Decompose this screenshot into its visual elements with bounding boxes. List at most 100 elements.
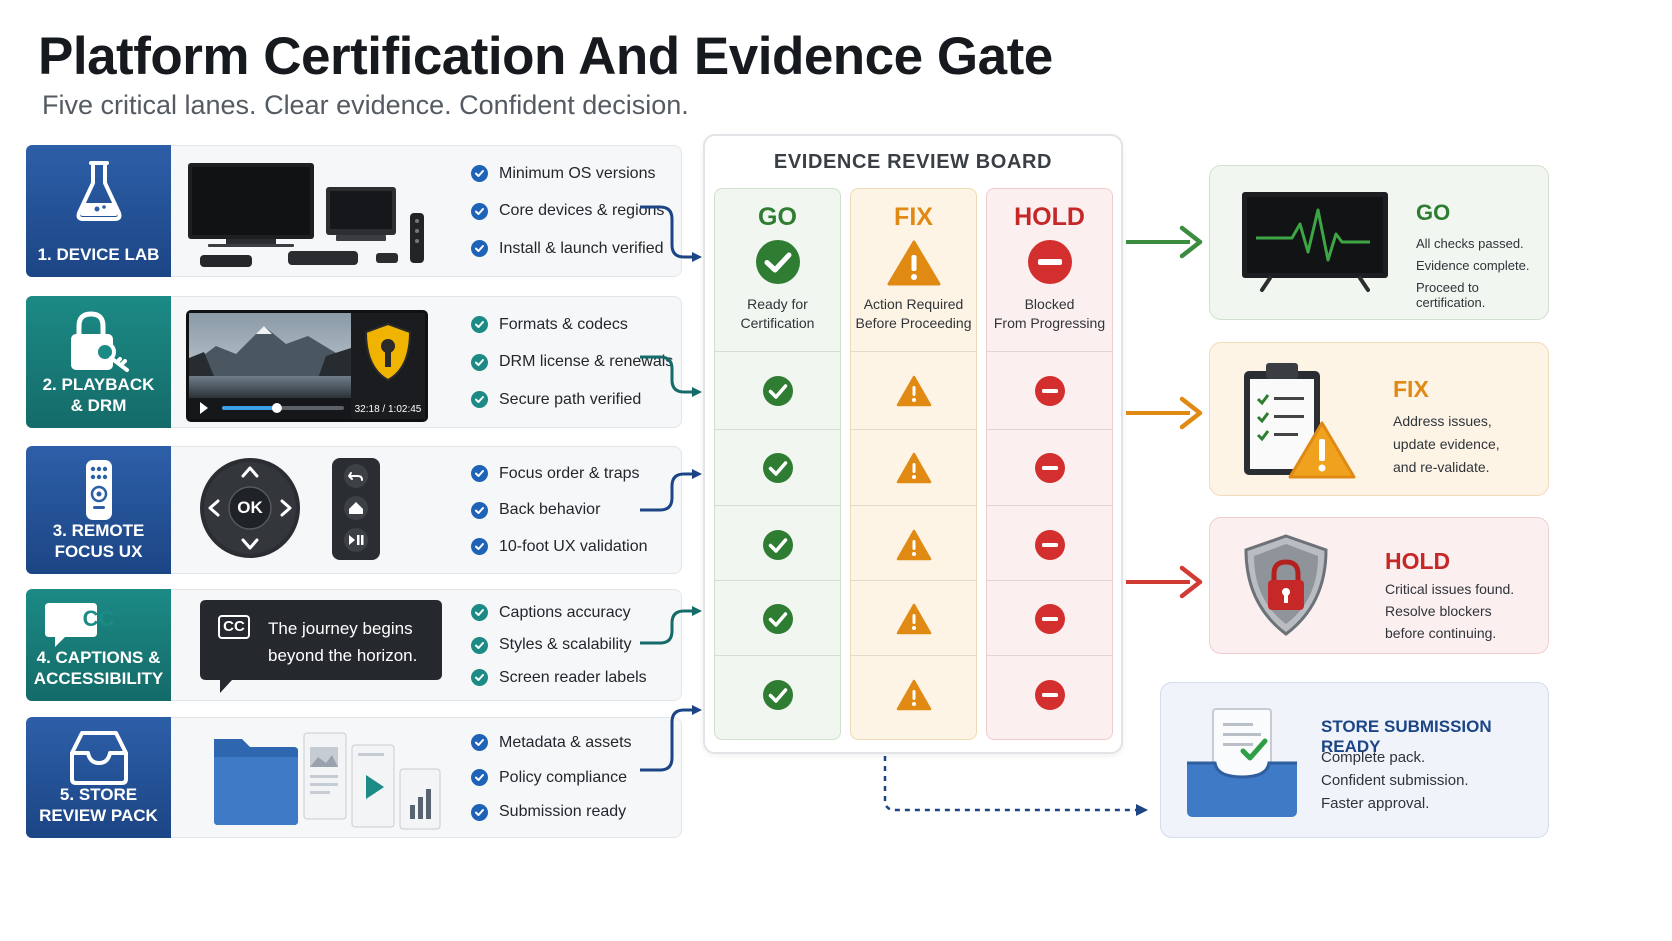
warning-icon (887, 240, 940, 286)
column-header: FIX (894, 203, 933, 231)
warning-icon (896, 452, 931, 484)
stop-icon (1034, 680, 1065, 710)
lane-label: 5. STORE (59, 785, 138, 804)
lane-store-review-pack: 5. STORE REVIEW PACK Metadata & assets P… (26, 717, 682, 838)
caption-preview: CC The journey begins beyond the horizon… (186, 589, 461, 701)
checklist-item: Submission ready (471, 803, 632, 821)
caption-cc-badge: CC (218, 615, 250, 639)
warning-icon (896, 679, 931, 711)
lane-captions-accessibility: CC 4. CAPTIONS & ACCESSIBILITY CC The jo… (26, 589, 682, 701)
checklist-item: Install & launch verified (471, 240, 664, 258)
check-icon (471, 734, 488, 752)
checklist-item: 10-foot UX validation (471, 538, 648, 556)
page-title: Platform Certification And Evidence Gate (38, 27, 1053, 86)
inbox-document-icon (1187, 708, 1297, 817)
check-icon (471, 240, 488, 257)
stop-icon (1034, 604, 1065, 634)
player-scrubber[interactable] (271, 403, 282, 413)
check-icon (471, 316, 488, 333)
checklist-item: Core devices & regions (471, 202, 664, 220)
warning-icon (896, 529, 931, 561)
outcome-fix-card: FIX Address issues, update evidence, and… (1209, 342, 1549, 496)
check-icon (471, 636, 488, 654)
lane-label: 4. CAPTIONS & (36, 648, 161, 667)
checklist-item: Back behavior (471, 501, 648, 519)
player-progress-fill (222, 406, 277, 410)
outcome-title: HOLD (1385, 548, 1451, 574)
check-circle-icon (762, 530, 793, 560)
checklist: Focus order & traps Back behavior 10-foo… (471, 446, 648, 574)
checklist-item: Captions accuracy (471, 604, 647, 622)
column-header: HOLD (1014, 203, 1085, 231)
check-icon (471, 769, 488, 786)
lane-badge: 2. PLAYBACK & DRM (26, 296, 171, 428)
lane-label: 2. PLAYBACK (42, 375, 155, 394)
stop-icon (1034, 530, 1065, 560)
outcome-title: GO (1416, 200, 1451, 225)
outcome-go-card: GO All checks passed. Evidence complete.… (1209, 165, 1549, 320)
checklist-item: Secure path verified (471, 391, 673, 409)
cc-icon: CC (44, 601, 127, 647)
check-icon (471, 501, 488, 519)
check-icon (471, 391, 488, 408)
lane-badge: 5. STORE REVIEW PACK (26, 717, 171, 838)
board-title: EVIDENCE REVIEW BOARD (773, 151, 1053, 173)
dpad-ok-button[interactable]: OK (237, 498, 263, 517)
player-time: 32:18 / 1:02:45 (355, 404, 422, 415)
check-icon (471, 604, 488, 621)
flask-icon (76, 161, 121, 221)
check-circle-icon (762, 453, 793, 483)
checklist-item: Formats & codecs (471, 316, 673, 334)
checklist: Minimum OS versions Core devices & regio… (471, 145, 664, 277)
shield-lock-icon (1244, 534, 1328, 636)
check-icon (471, 538, 488, 555)
outcome-title: STORE SUBMISSION READY (1321, 717, 1492, 756)
lock-key-icon (70, 311, 129, 372)
check-circle-icon (762, 680, 793, 710)
lane-playback-drm: 2. PLAYBACK & DRM (26, 296, 682, 428)
video-player[interactable]: 32:18 / 1:02:45 (186, 296, 461, 428)
checklist-item: Screen reader labels (471, 669, 647, 687)
check-icon (471, 353, 488, 371)
warning-icon (896, 603, 931, 635)
check-icon (471, 669, 488, 686)
outcome-hold-card: HOLD Critical issues found. Resolve bloc… (1209, 517, 1549, 654)
review-pack-visual (186, 717, 461, 838)
lane-label: & DRM (70, 396, 127, 415)
checklist-item: Styles & scalability (471, 636, 647, 654)
remote-icon (85, 460, 112, 520)
stop-icon (1027, 240, 1072, 284)
outcome-arrows (1126, 225, 1203, 599)
check-icon (471, 165, 488, 182)
lane-badge: 1. DEVICE LAB (26, 145, 171, 277)
outcome-title: FIX (1393, 376, 1429, 402)
check-icon (471, 803, 488, 821)
lane-label: ACCESSIBILITY (33, 669, 164, 688)
lane-label: 3. REMOTE (52, 521, 145, 540)
column-header: GO (758, 203, 797, 231)
checklist-item: DRM license & renewals (471, 353, 673, 371)
caption-text: The journey begins beyond the horizon. (268, 619, 418, 665)
lane-label: FOCUS UX (54, 542, 143, 561)
page-subtitle: Five critical lanes. Clear evidence. Con… (42, 90, 689, 120)
check-circle-icon (755, 240, 800, 284)
check-icon (471, 465, 488, 482)
outcome-store-card: STORE SUBMISSION READY Complete pack. Co… (1160, 682, 1549, 838)
lane-remote-focus: 3. REMOTE FOCUS UX OK Focus order & trap… (26, 446, 682, 574)
lane-badge: 3. REMOTE FOCUS UX (26, 446, 171, 574)
checklist-item: Focus order & traps (471, 465, 648, 483)
inbox-icon (69, 731, 128, 785)
checklist: Metadata & assets Policy compliance Subm… (471, 717, 632, 838)
lane-label: REVIEW PACK (39, 806, 158, 825)
check-circle-icon (762, 604, 793, 634)
checklist-item: Minimum OS versions (471, 165, 664, 183)
checklist-item: Metadata & assets (471, 734, 632, 752)
tv-heartbeat-icon (1242, 192, 1388, 292)
stop-icon (1034, 453, 1065, 483)
